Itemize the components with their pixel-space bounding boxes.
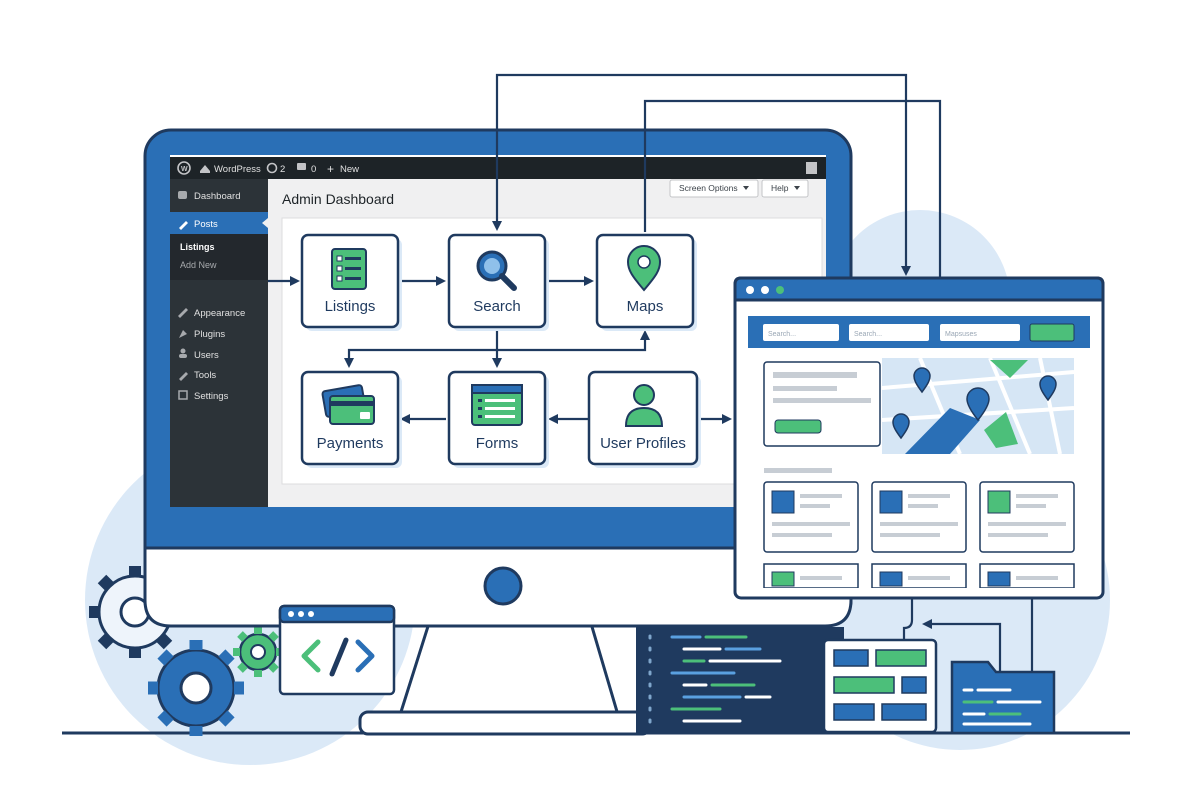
module-listings[interactable]: Listings xyxy=(300,233,402,331)
pin-icon xyxy=(179,221,188,230)
help-button[interactable] xyxy=(761,179,809,198)
module-label: User Profiles xyxy=(600,435,686,452)
map-pin-icon xyxy=(913,367,931,394)
flow-connectors xyxy=(268,73,1034,680)
code-window xyxy=(278,604,396,696)
sidebar-item-appearance[interactable]: Appearance xyxy=(194,308,245,319)
module-user-profiles[interactable]: User Profiles xyxy=(587,370,701,468)
gear-icon-green xyxy=(233,627,283,677)
wp-sidebar: Dashboard Posts Listings Add New Appeara… xyxy=(170,179,268,507)
module-label: Maps xyxy=(627,298,664,315)
chevron-down-icon xyxy=(743,186,749,190)
preview-search-field[interactable] xyxy=(940,324,1020,341)
module-payments[interactable]: Payments xyxy=(300,370,402,468)
user-icon xyxy=(180,348,186,354)
sidebar-item-tools[interactable]: Tools xyxy=(194,370,216,381)
preview-search-placeholder: Mapsuses xyxy=(945,331,977,338)
site-preview-window: Search... Search... Mapsuses xyxy=(733,276,1105,600)
sidebar-submenu xyxy=(170,234,268,280)
sidebar-item-plugins[interactable]: Plugins xyxy=(194,329,225,340)
credit-card-icon xyxy=(321,384,375,425)
folder-icon xyxy=(950,660,1056,735)
screen-options-button[interactable] xyxy=(669,179,759,198)
checklist-icon xyxy=(331,248,367,290)
map-pin-icon xyxy=(966,387,990,422)
code-icon xyxy=(301,637,375,677)
window-dot xyxy=(746,286,754,294)
module-search[interactable]: Search xyxy=(447,233,549,331)
sidebar-item-settings[interactable]: Settings xyxy=(194,391,229,402)
page-title: Admin Dashboard xyxy=(282,191,394,207)
search-icon xyxy=(476,250,517,291)
preview-section-heading xyxy=(764,468,832,473)
preview-map xyxy=(881,357,1075,455)
module-label: Search xyxy=(473,298,521,315)
module-label: Listings xyxy=(325,298,376,315)
comments-icon xyxy=(297,163,306,170)
preview-listing-cards xyxy=(748,481,1090,596)
form-window-icon xyxy=(471,384,523,426)
map-pin-icon xyxy=(1039,375,1057,402)
wordpress-logo-icon xyxy=(177,161,191,175)
layout-blocks-panel xyxy=(822,638,938,734)
preview-search-button[interactable] xyxy=(1029,323,1075,342)
code-editor-panel xyxy=(636,627,844,733)
admin-bar-site-name[interactable]: WordPress xyxy=(214,164,261,175)
module-label: Forms xyxy=(476,435,519,452)
chevron-down-icon xyxy=(794,186,800,190)
updates-count[interactable]: 2 xyxy=(280,164,285,175)
preview-search-field[interactable] xyxy=(849,324,929,341)
module-maps[interactable]: Maps xyxy=(595,233,697,331)
gear-icon-blue xyxy=(148,640,244,736)
svg-text:W: W xyxy=(181,166,188,173)
preview-search-placeholder: Search... xyxy=(854,331,882,338)
arrowheads xyxy=(290,221,932,629)
window-dot xyxy=(761,286,769,294)
plug-icon xyxy=(179,330,187,338)
sidebar-item-dashboard[interactable]: Dashboard xyxy=(194,191,240,202)
dashboard-icon xyxy=(178,191,187,199)
monitor-stand xyxy=(358,618,652,736)
admin-bar-new[interactable]: New xyxy=(340,164,359,175)
sidebar-item-posts[interactable] xyxy=(170,212,268,234)
sidebar-item-posts-label: Posts xyxy=(194,219,218,230)
account-avatar[interactable] xyxy=(806,162,817,174)
map-pin-icon xyxy=(626,245,662,292)
module-forms[interactable]: Forms xyxy=(447,370,549,468)
user-profile-icon xyxy=(624,384,664,427)
submenu-listings[interactable]: Listings xyxy=(180,242,215,252)
updates-icon xyxy=(266,162,278,174)
home-icon xyxy=(200,165,210,173)
window-dot xyxy=(776,286,784,294)
sidebar-item-users[interactable]: Users xyxy=(194,350,219,361)
submenu-add-new[interactable]: Add New xyxy=(180,260,217,270)
preview-cta-button[interactable] xyxy=(774,419,822,434)
plus-icon: + xyxy=(327,162,334,176)
wrench-icon xyxy=(179,372,188,381)
preview-search-placeholder: Search... xyxy=(768,331,796,338)
preview-search-field[interactable] xyxy=(763,324,839,341)
monitor-power-button xyxy=(483,566,523,606)
brush-icon xyxy=(178,308,188,318)
comments-count[interactable]: 0 xyxy=(311,164,316,175)
module-label: Payments xyxy=(317,435,384,452)
screen-options-label: Screen Options xyxy=(679,183,738,193)
map-pin-icon xyxy=(892,413,910,440)
settings-icon xyxy=(178,390,188,400)
help-label: Help xyxy=(771,183,789,193)
